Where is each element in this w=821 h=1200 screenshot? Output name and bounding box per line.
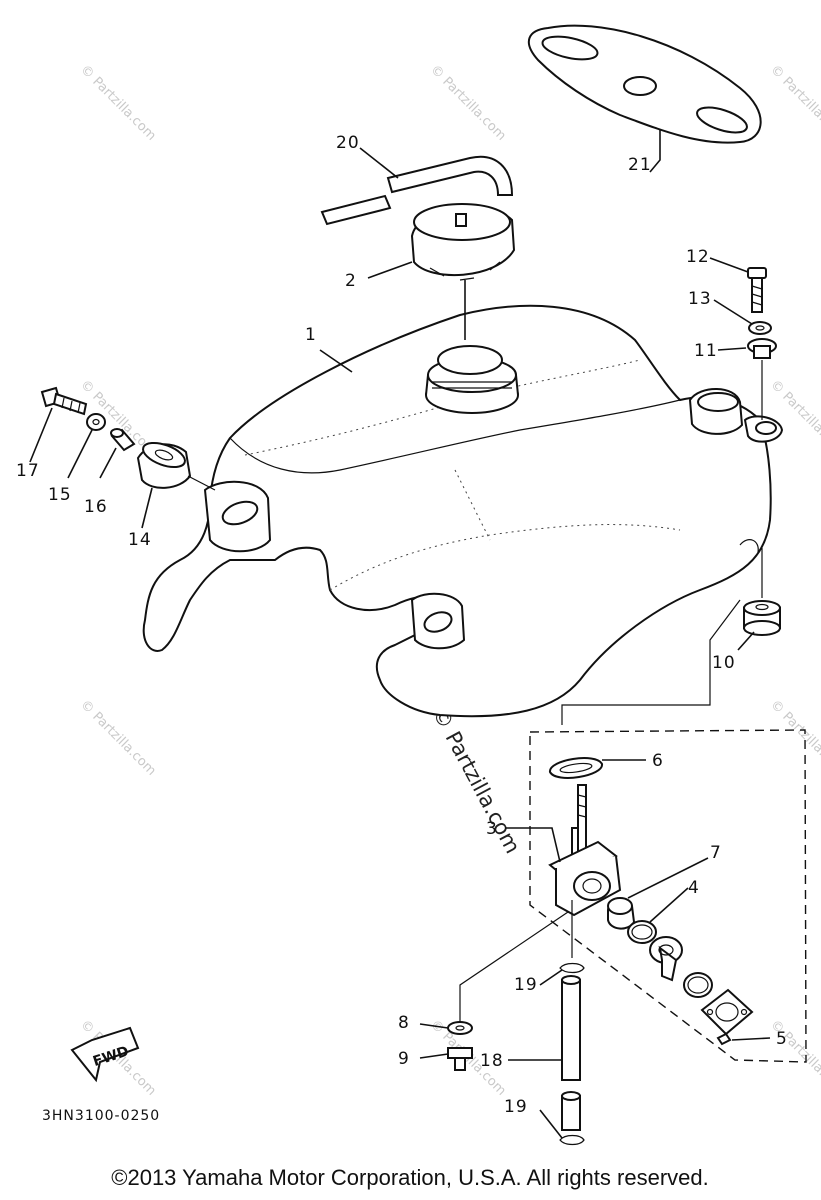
part-19-clip-lower: [559, 1091, 585, 1146]
callout-13: 13: [688, 289, 712, 309]
part-1-fuel-tank: [142, 304, 784, 718]
callout-7: 7: [710, 843, 722, 863]
part-6-gasket: [549, 757, 603, 779]
callout-1: 1: [305, 325, 317, 345]
part-4-o-ring: [627, 920, 657, 944]
watermark: © Partzilla.com: [427, 62, 509, 144]
watermark: © Partzilla.com: [767, 377, 821, 459]
callout-19-upper: 19: [514, 975, 538, 995]
part-14-damper: [136, 441, 192, 489]
part-8-washer: [447, 1021, 473, 1035]
fuel-cock-enclosure: [529, 729, 807, 1063]
callout-18: 18: [480, 1051, 504, 1071]
leader-14: [187, 475, 216, 491]
part-12-bolt: [747, 267, 767, 313]
part-10-damper: [743, 600, 781, 636]
copyright-notice: ©2013 Yamaha Motor Corporation, U.S.A. A…: [111, 1165, 708, 1190]
watermark: © Partzilla.com: [767, 62, 821, 144]
part-13-washer: [748, 321, 772, 335]
callout-5: 5: [776, 1029, 788, 1049]
callout-21: 21: [628, 155, 652, 175]
part-21-plate: [527, 24, 762, 144]
callout-4: 4: [688, 878, 700, 898]
fuel-cock-lever: [649, 936, 683, 982]
part-2-fuel-cap: [410, 203, 516, 281]
part-11-collar: [747, 338, 777, 359]
guide-line-tank: [561, 599, 741, 725]
part-19-clip-upper: [559, 962, 585, 974]
fuel-cock-cover: [700, 988, 754, 1036]
watermark-center: © Partzilla.com: [428, 703, 525, 857]
watermark: © Partzilla.com: [77, 62, 159, 144]
callout-9: 9: [398, 1049, 410, 1069]
callout-20: 20: [336, 133, 360, 153]
callout-15: 15: [48, 485, 72, 505]
callout-10: 10: [712, 653, 736, 673]
callout-8: 8: [398, 1013, 410, 1033]
callout-14: 14: [128, 530, 152, 550]
leader-lines: [29, 130, 771, 1139]
callout-3: 3: [486, 819, 498, 839]
fuel-cock-o-ring: [683, 972, 713, 998]
watermark: © Partzilla.com: [767, 697, 821, 779]
part-7-seal: [607, 897, 636, 930]
callout-6: 6: [652, 751, 664, 771]
part-3-fuel-cock: [548, 784, 622, 917]
part-17-bolt: [40, 386, 88, 416]
part-15-washer: [86, 413, 106, 431]
watermark: © Partzilla.com: [77, 697, 159, 779]
guide-line-8: [459, 911, 569, 1022]
callout-19-lower: 19: [504, 1097, 528, 1117]
part-18-fuel-hose: [561, 975, 581, 1081]
callout-11: 11: [694, 341, 718, 361]
callout-17: 17: [16, 461, 40, 481]
part-16-collar: [110, 428, 136, 452]
callout-16: 16: [84, 497, 108, 517]
callout-12: 12: [686, 247, 710, 267]
part-5-screw: [716, 1032, 732, 1046]
part-20-hose: [320, 155, 514, 226]
callout-2: 2: [345, 271, 357, 291]
diagram-code: 3HN3100-0250: [42, 1108, 160, 1124]
callouts: 20 21 2 1 12 13 11 10 17 15 16 14 6 3 7 …: [16, 133, 788, 1117]
